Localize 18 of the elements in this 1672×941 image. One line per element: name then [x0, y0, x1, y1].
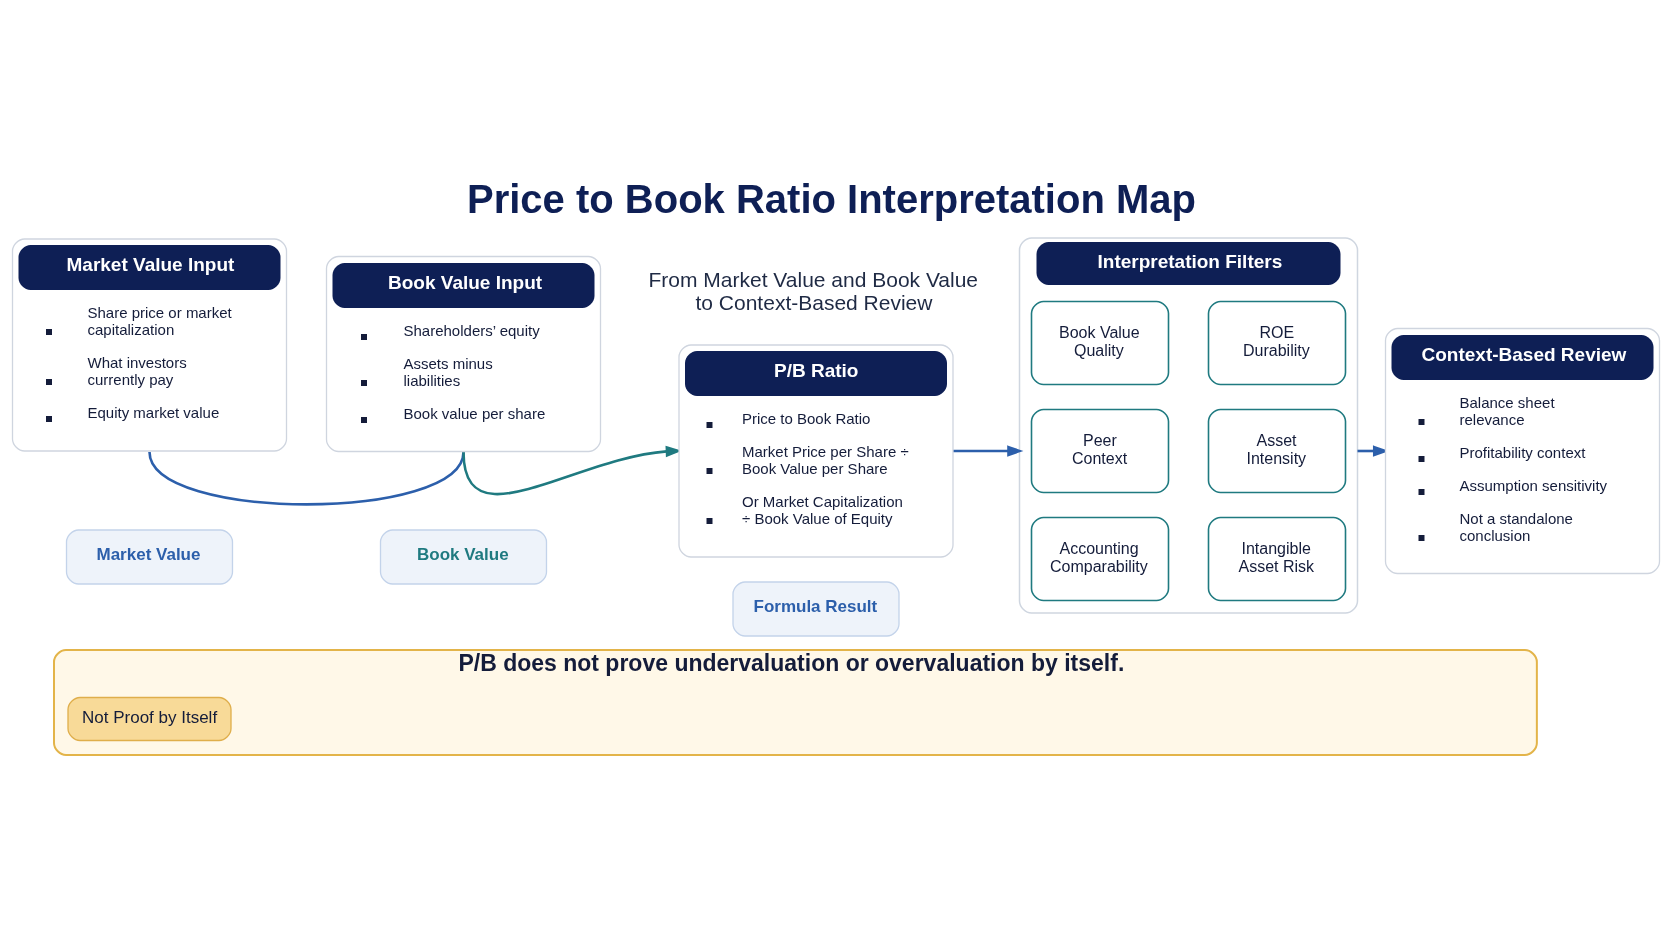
node-box: P/B Ratio Price to Book Ratio Market Price per Share ÷ Book Value per Share Or Market Capitalization ÷ Book Value of Equity	[678, 344, 954, 558]
node-box: Not Proof by Itself	[67, 696, 232, 742]
label: From Market Value and Book Value to Context-Based Review	[648, 267, 979, 314]
node-box: Intangible Asset Risk	[1207, 516, 1347, 602]
node-box: Market Value Input Share price or market capitalization What investors currently pay Equity market value	[11, 238, 288, 452]
node-box: Asset Intensity	[1207, 408, 1347, 494]
connector	[148, 451, 465, 506]
diagram-title: Price to Book Ratio Interpretation Map	[467, 177, 1196, 221]
node-box: Peer Context	[1030, 408, 1170, 494]
node-box: Formula Result	[732, 581, 900, 637]
arrow	[953, 445, 1024, 457]
node-box: Book Value Quality	[1030, 300, 1170, 386]
node-box: ROE Durability	[1207, 300, 1347, 386]
node-box: Book Value Input Shareholders’ equity Assets minus liabilities Book value per share	[325, 255, 602, 453]
node-box: Market Value	[65, 529, 234, 585]
node-box: Accounting Comparability	[1030, 516, 1170, 602]
node-box: Context-Based Review Balance sheet relevance Profitability context Assumption sensitivity Not a standalone conclusion	[1384, 327, 1661, 575]
node-box: Book Value	[379, 529, 548, 585]
